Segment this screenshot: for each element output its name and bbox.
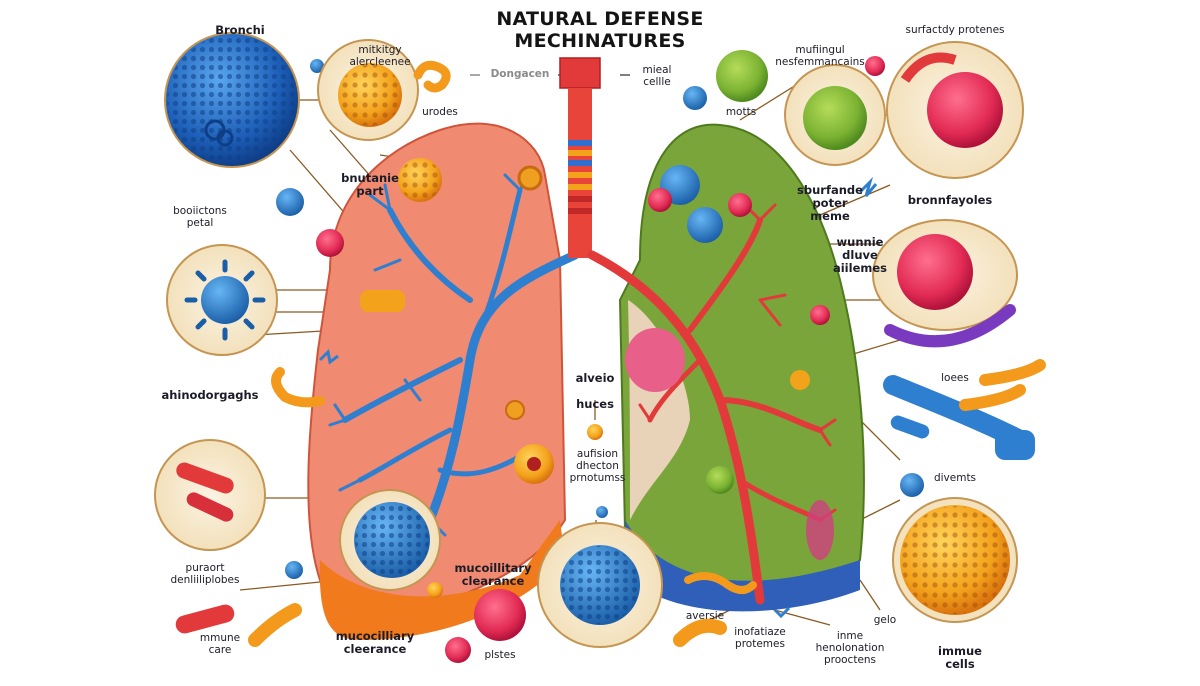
label-ahinodorgaghs: ahinodorgaghs	[161, 388, 259, 402]
label-divemts: divemts	[933, 472, 977, 484]
label-bronchi: Bronchi	[215, 23, 265, 37]
blue-virus-circle-left	[166, 244, 278, 356]
label-puraort: puraort denliiliplobes	[170, 562, 240, 586]
label-motts: motts	[725, 106, 757, 118]
label-muftingul: mufiingul nesfemmancains	[775, 44, 865, 68]
green-cell-circle	[784, 64, 886, 166]
label-mieal-celle: mieal cellle	[642, 64, 672, 88]
label-dongacen: Dongacen	[490, 68, 550, 80]
label-gelo: gelo	[873, 614, 897, 626]
label-inme: inme henolonation prooctens	[815, 630, 885, 666]
blue-virus-circle-bottom	[537, 522, 663, 648]
right-lung	[587, 123, 865, 612]
label-aufision: aufision dhecton prnotumss	[569, 448, 626, 484]
label-wunnie: wunnie dluve aiilemes	[832, 235, 887, 275]
label-sburfande: sburfande poter meme	[797, 183, 863, 223]
immune-cells-circle	[892, 497, 1018, 623]
label-mucocilliary-1: mucoillitary clearance	[454, 561, 532, 588]
bronchiole-cell	[872, 219, 1018, 348]
orange-cell-circle	[317, 39, 419, 141]
label-plstes: plstes	[484, 649, 516, 661]
label-immune-care: mmune care	[199, 632, 241, 656]
label-bronnfayoles: bronnfayoles	[907, 193, 993, 207]
label-bnutanie: bnutanie part	[341, 171, 399, 198]
label-huces: huces	[576, 397, 614, 411]
label-loees: loees	[941, 372, 969, 384]
label-mitkitgy: mitkitgy alercleenee	[349, 44, 411, 68]
label-aversie: aversie	[685, 610, 725, 622]
label-immune-cells: immue cells	[938, 644, 982, 671]
page-title: NATURAL DEFENSE MECHINATURES	[496, 8, 704, 52]
surfactant-circle	[886, 41, 1024, 179]
label-booictons: booiictons petal	[173, 205, 227, 229]
bronchi-cell-circle	[164, 32, 300, 168]
label-inofatiaze: inofatiaze protemes	[734, 626, 786, 650]
label-surfactdy: surfactdy protenes	[905, 24, 1005, 36]
label-mucocilliary-2: mucocilliary cleerance	[335, 629, 415, 656]
red-tubes-circle-left	[154, 439, 266, 551]
label-alveio: alveio	[575, 371, 615, 385]
label-urodes: urodes	[422, 106, 458, 118]
trachea	[559, 57, 601, 258]
left-lung	[307, 122, 580, 640]
